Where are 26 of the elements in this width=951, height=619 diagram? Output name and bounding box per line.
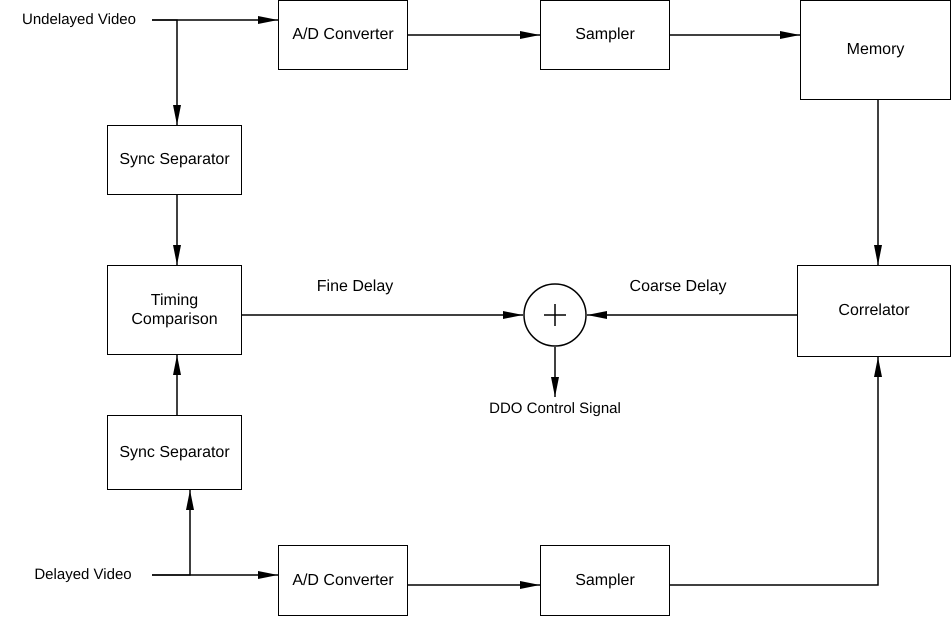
edge-label: Coarse Delay [628,278,728,296]
arrow [152,19,181,125]
arrow [173,195,181,265]
process-box: Sampler [540,0,670,70]
arrow [408,31,540,39]
process-box: A/D Converter [278,0,408,70]
arrow [874,100,882,265]
arrow [242,311,523,319]
arrow [152,490,194,576]
process-box: Correlator [797,265,951,357]
arrow [173,355,181,415]
summing-junction [523,283,587,347]
process-box: Timing Comparison [107,265,242,355]
arrow [587,311,797,319]
arrow [551,347,559,397]
arrow [670,31,800,39]
signal-label: DDO Control Signal [489,400,621,418]
process-box: Sync Separator [107,415,242,490]
process-box: Memory [800,0,951,100]
process-box: Sync Separator [107,125,242,195]
process-box: A/D Converter [278,545,408,616]
process-box: Sampler [540,545,670,616]
signal-label: Delayed Video [34,566,132,584]
signal-label: Undelayed Video [22,11,136,29]
arrow [670,357,882,586]
arrow [408,581,540,589]
